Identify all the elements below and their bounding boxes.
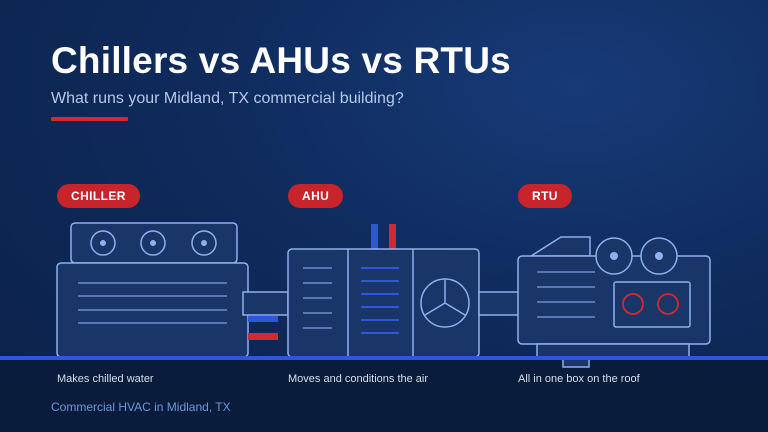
chilled-water-return-pipe bbox=[248, 333, 278, 340]
ahu-badge: AHU bbox=[288, 184, 344, 208]
floor-band bbox=[0, 360, 768, 432]
floor-line bbox=[0, 356, 768, 360]
rtu-hood bbox=[528, 236, 591, 257]
fan-icon bbox=[420, 278, 470, 328]
ahu-body bbox=[287, 248, 480, 358]
ahu-caption: Moves and conditions the air bbox=[288, 373, 429, 385]
page-subtitle: What runs your Midland, TX commercial bu… bbox=[51, 90, 404, 107]
rtu-badge: RTU bbox=[518, 184, 572, 208]
compressor-icon bbox=[622, 293, 644, 315]
rtu-illustration bbox=[517, 236, 711, 368]
chilled-water-supply-pipe bbox=[248, 316, 278, 322]
title-accent-line bbox=[51, 117, 128, 121]
footer-text: Commercial HVAC in Midland, TX bbox=[51, 400, 231, 414]
ahu-coil bbox=[361, 267, 399, 334]
chiller-badge: CHILLER bbox=[57, 184, 140, 208]
page-title: Chillers vs AHUs vs RTUs bbox=[51, 40, 511, 81]
ahu-supply-pipe bbox=[371, 224, 378, 250]
rtu-caption: All in one box on the roof bbox=[518, 373, 640, 385]
ahu-illustration bbox=[287, 224, 520, 358]
chiller-caption: Makes chilled water bbox=[57, 373, 154, 385]
ahu-duct bbox=[478, 291, 520, 316]
rtu-base bbox=[536, 343, 690, 359]
chiller-illustration bbox=[56, 222, 289, 358]
compressor-icon bbox=[657, 293, 679, 315]
chiller-outlet bbox=[242, 291, 289, 316]
ahu-return-pipe bbox=[389, 224, 396, 250]
